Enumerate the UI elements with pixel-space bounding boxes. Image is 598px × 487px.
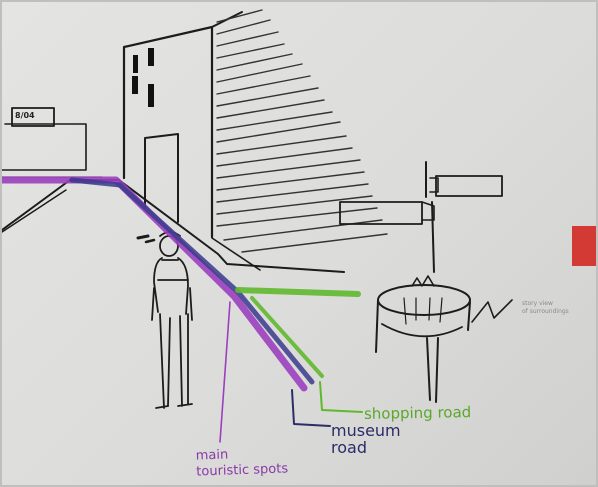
kiosk-top (378, 285, 470, 315)
kiosk-body (376, 300, 470, 352)
red-accent-block (572, 226, 598, 266)
main-touristic-spots-route (2, 180, 304, 388)
building-window (148, 84, 154, 107)
shop-sign-text: 8/04 (15, 112, 35, 120)
kiosk-front (382, 324, 462, 336)
main-touristic-spots-label: main touristic spots (195, 445, 288, 480)
shopping-road-label: shopping road (364, 405, 471, 422)
shopping-road-leader (320, 382, 362, 412)
kiosk-arrow (472, 300, 512, 322)
main-touristic-leader (220, 302, 230, 442)
building-shading-hatch (217, 10, 387, 252)
building-window (148, 48, 154, 66)
road-edge (2, 180, 344, 272)
side-note-label: story view of surroundings (522, 300, 569, 316)
sign-arm-upper (436, 176, 502, 196)
building-window (133, 55, 138, 73)
building-window (132, 76, 138, 94)
museum-road-leader (292, 390, 330, 426)
person-figure (138, 232, 192, 408)
left-building-outline (2, 124, 86, 170)
ground-line-left (2, 190, 66, 232)
shopping-road-route (238, 290, 358, 294)
museum-road-label: museum road (331, 422, 401, 456)
kiosk-post (427, 338, 438, 402)
kiosk-detail (404, 298, 442, 324)
